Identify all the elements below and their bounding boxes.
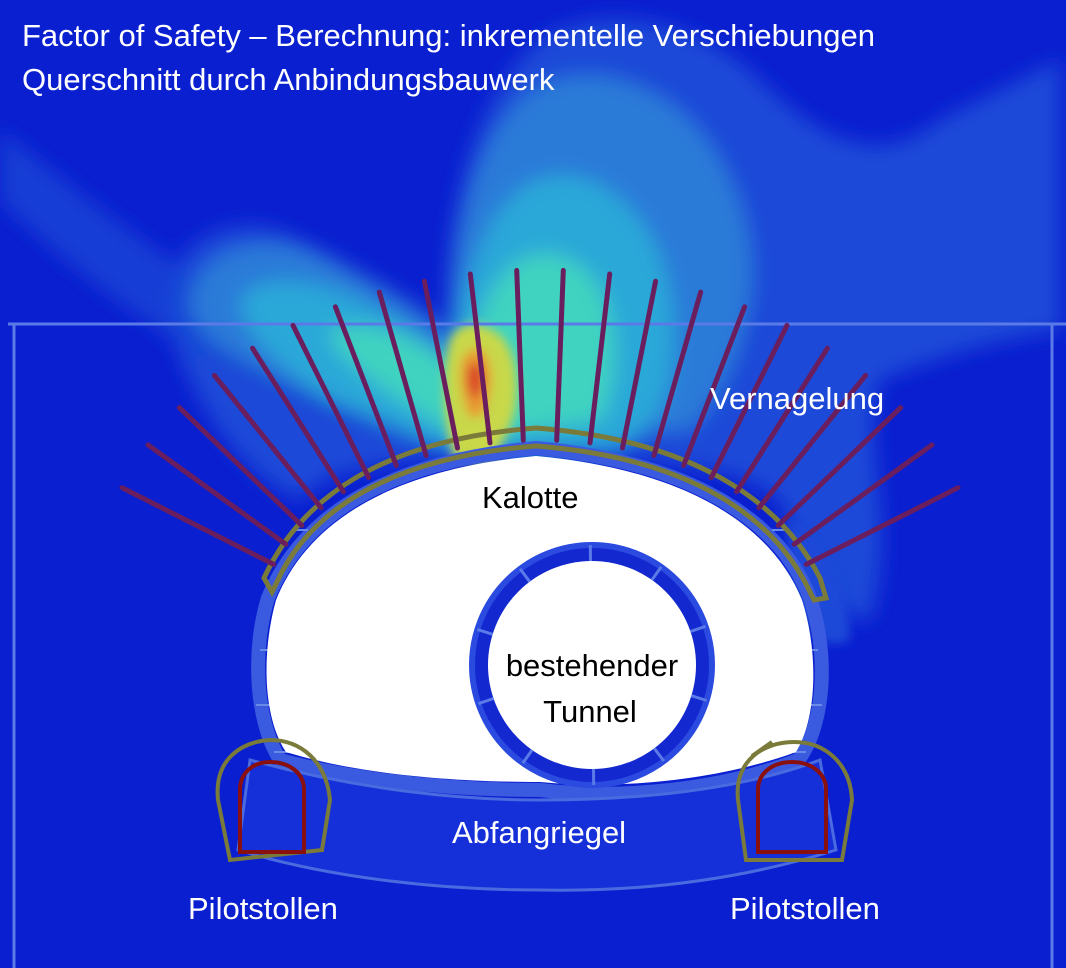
soil-nails: [119, 267, 961, 567]
tunnel-segment-joint: [650, 566, 663, 581]
soil-nail: [421, 278, 460, 451]
model-boundary: [8, 322, 1066, 968]
title-line-2: Querschnitt durch Anbindungsbauwerk: [22, 62, 555, 97]
soil-nail: [587, 271, 613, 446]
soil-nail: [803, 485, 961, 567]
soil-nail: [290, 322, 372, 481]
label-vernagelung: Vernagelung: [710, 381, 884, 416]
soil-nail: [176, 405, 305, 528]
tunnel-segment-joint: [653, 747, 666, 762]
pilotstollen-right: [735, 739, 855, 862]
soil-nail: [775, 405, 904, 528]
label-pilotstollen-left: Pilotstollen: [188, 891, 338, 926]
soil-nail: [467, 271, 493, 446]
pilotstollen-left: [215, 737, 333, 863]
soil-nail: [554, 267, 566, 443]
soil-nail: [681, 304, 748, 468]
soil-nail: [514, 267, 526, 443]
tunnel-segment-joint: [518, 568, 531, 583]
soil-nail: [791, 442, 935, 547]
tunnel-segment-joint: [477, 697, 495, 706]
label-tunnel-line2: Tunnel: [543, 694, 637, 729]
soil-nail: [376, 289, 429, 459]
soil-nail: [211, 372, 324, 511]
tunnel-segment-joint: [690, 694, 708, 702]
soil-nail: [708, 322, 790, 481]
label-kalotte: Kalotte: [482, 480, 579, 515]
soil-nail: [145, 442, 289, 547]
tunnel-segment-joint: [476, 628, 494, 636]
soil-nail: [250, 345, 346, 495]
soil-nail: [651, 289, 704, 459]
tunnel-segment-joint: [689, 624, 707, 633]
tunnel-segment-joint: [521, 749, 534, 764]
label-tunnel-line1: bestehender: [506, 648, 678, 683]
label-pilotstollen-right: Pilotstollen: [730, 891, 880, 926]
soil-nail: [756, 372, 869, 511]
abfangriegel: [236, 757, 838, 892]
soil-nail: [734, 345, 830, 495]
soil-nail: [620, 278, 659, 451]
title-line-1: Factor of Safety – Berechnung: inkrement…: [22, 18, 876, 53]
shotcrete-shell: [261, 425, 830, 603]
existing-tunnel: [469, 542, 715, 788]
soil-nail: [119, 485, 277, 567]
contour-band-red: [467, 362, 483, 400]
soil-nail: [332, 304, 399, 468]
label-abfangriegel: Abfangriegel: [452, 815, 626, 850]
